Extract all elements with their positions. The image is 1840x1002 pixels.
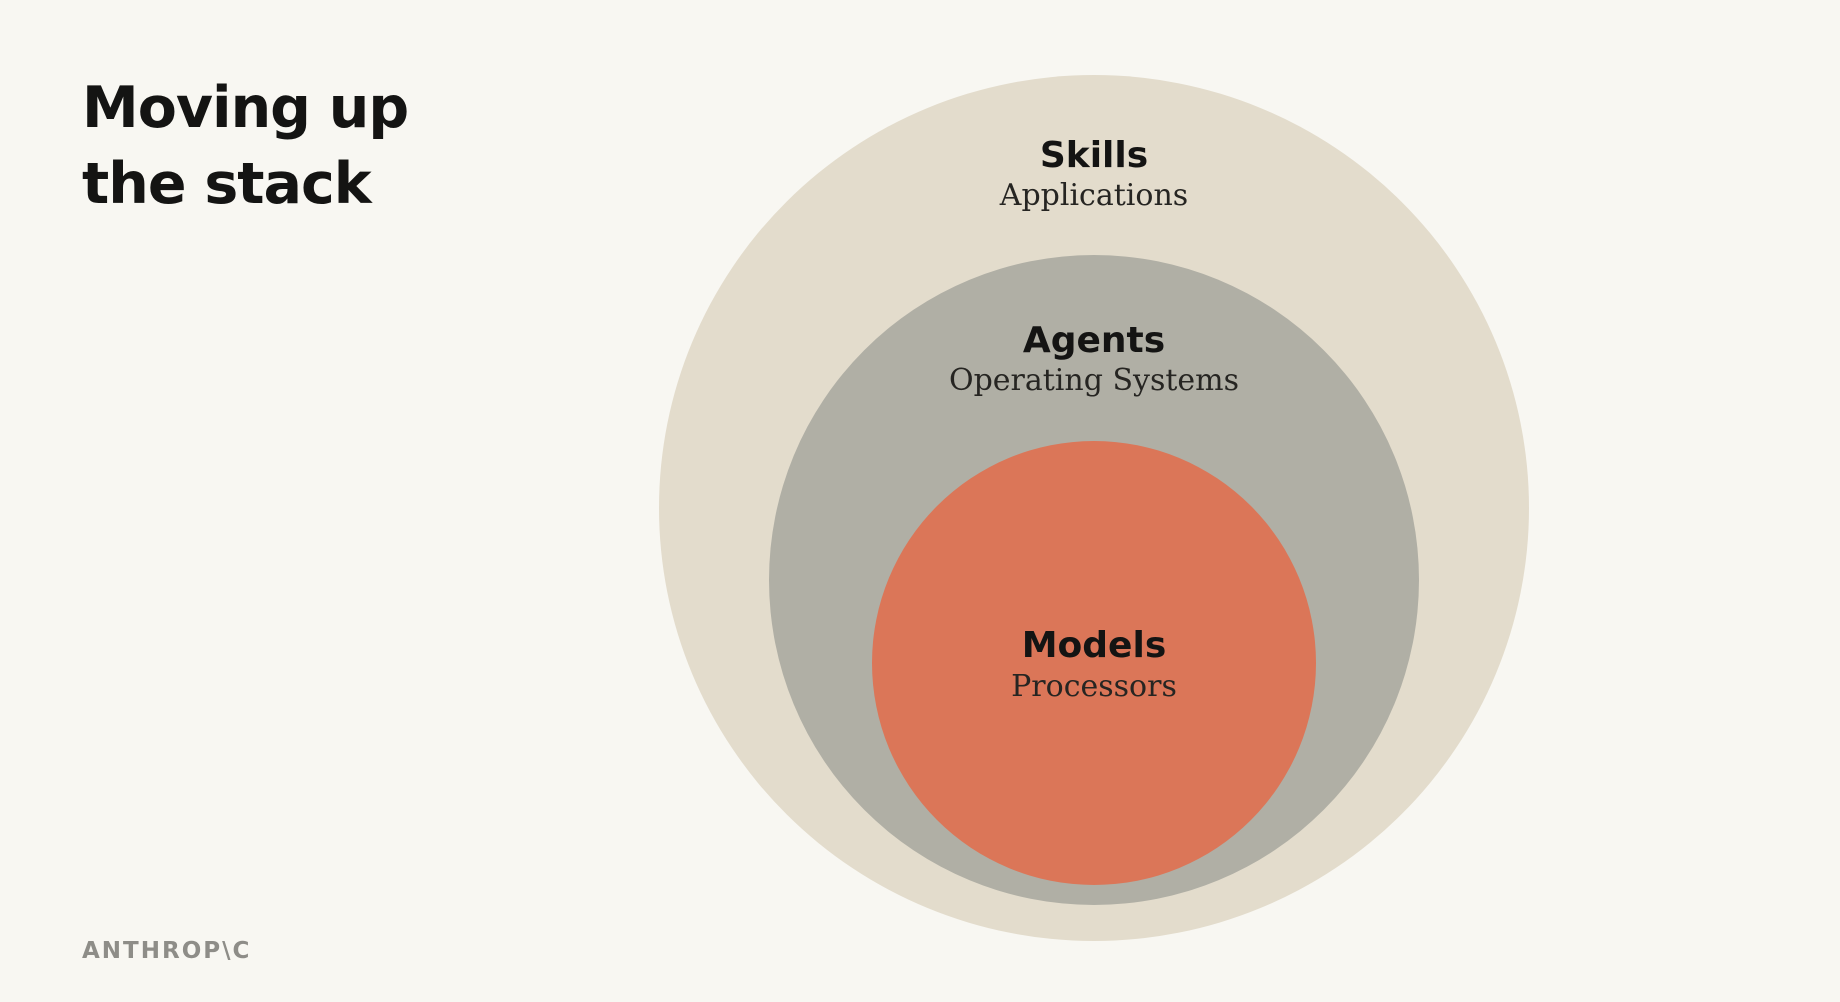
slide-title: Moving up the stack xyxy=(82,70,409,222)
layer-agents-description: Operating Systems xyxy=(949,363,1239,398)
layer-models: Models Processors xyxy=(872,441,1316,885)
slide-title-line-2: the stack xyxy=(82,151,372,217)
layer-models-circle xyxy=(872,441,1316,885)
layer-skills-name: Skills xyxy=(1040,135,1148,176)
layer-models-description: Processors xyxy=(1011,669,1177,704)
anthropic-logo: ANTHROP\C xyxy=(82,938,252,964)
layer-agents-name: Agents xyxy=(1023,320,1165,361)
slide-title-line-1: Moving up xyxy=(82,75,409,141)
layer-skills-description: Applications xyxy=(999,178,1188,213)
layer-models-name: Models xyxy=(1022,625,1167,666)
